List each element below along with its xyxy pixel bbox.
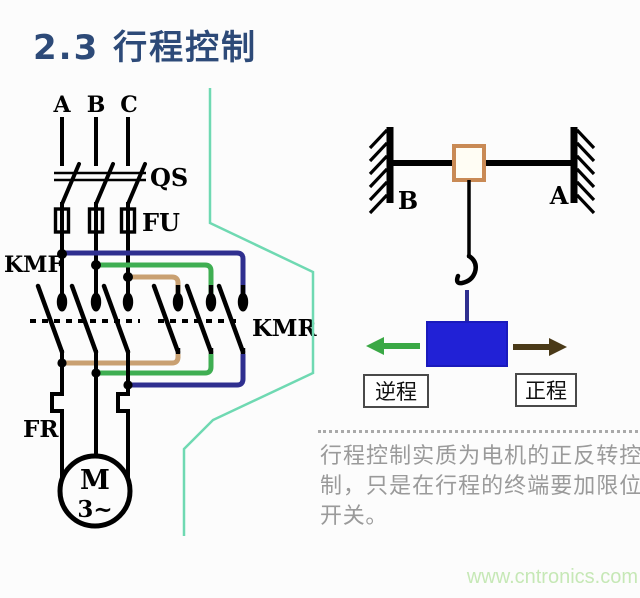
orange-wire-bottom bbox=[62, 354, 181, 366]
hook-icon bbox=[454, 253, 478, 286]
navy-wire-top bbox=[62, 250, 246, 294]
phase-lines-top bbox=[60, 117, 130, 166]
thermal-relay-fr bbox=[50, 350, 130, 480]
kmr-contacts: KMR bbox=[151, 283, 317, 358]
qs-linkage-bar bbox=[54, 171, 146, 182]
fuses-fu bbox=[53, 207, 137, 234]
orange-wire-top bbox=[128, 274, 181, 294]
top-junction-dots bbox=[57, 249, 133, 282]
kmf-label: KMF bbox=[4, 252, 63, 278]
qs-label: QS bbox=[150, 163, 188, 192]
phase-b-label: B bbox=[87, 92, 106, 118]
kmf-contacts bbox=[30, 283, 140, 355]
page-title: 2.3 行程控制 bbox=[33, 28, 258, 68]
phase-a-label: A bbox=[52, 92, 71, 118]
phase-swap-wires-top bbox=[62, 250, 246, 294]
note-text: 行程控制实质为电机的正反转控制，只是在行程的终端要加限位开关。 bbox=[320, 443, 640, 528]
fr-label: FR bbox=[23, 416, 59, 443]
fu-label: FU bbox=[142, 208, 180, 237]
phase-c-label: C bbox=[120, 92, 138, 118]
green-wire-bottom bbox=[96, 354, 214, 376]
watermark: www.cntronics.com bbox=[466, 566, 638, 588]
divider-zigzag bbox=[182, 88, 315, 536]
slider-box bbox=[452, 144, 486, 182]
disconnect-switch-qs: QS bbox=[54, 162, 188, 206]
phase-lines-mid bbox=[60, 202, 130, 294]
forward-stroke-label-box: 正程 bbox=[515, 373, 577, 407]
reverse-stroke-label-box: 逆程 bbox=[363, 374, 429, 408]
right-wall bbox=[570, 127, 596, 215]
phase-swap-wires-bottom bbox=[62, 354, 246, 388]
dotted-separator bbox=[318, 430, 638, 433]
reverse-stroke-label: 逆程 bbox=[375, 380, 417, 404]
limit-b-label: B bbox=[398, 186, 418, 215]
green-wire-top bbox=[96, 262, 214, 294]
reverse-arrow bbox=[366, 337, 420, 355]
motor-letter: M bbox=[80, 465, 110, 496]
load-box bbox=[426, 321, 508, 367]
motor-phase-label: 3~ bbox=[77, 496, 112, 523]
travel-mechanism: B A bbox=[366, 127, 596, 367]
navy-wire-bottom bbox=[128, 354, 246, 388]
limit-a-label: A bbox=[549, 181, 569, 210]
forward-stroke-label: 正程 bbox=[525, 379, 567, 403]
kmr-label: KMR bbox=[252, 315, 317, 342]
left-wall bbox=[368, 127, 394, 215]
power-circuit: A B C QS bbox=[4, 92, 317, 529]
motor: M 3~ bbox=[57, 453, 133, 529]
forward-arrow bbox=[513, 338, 567, 356]
